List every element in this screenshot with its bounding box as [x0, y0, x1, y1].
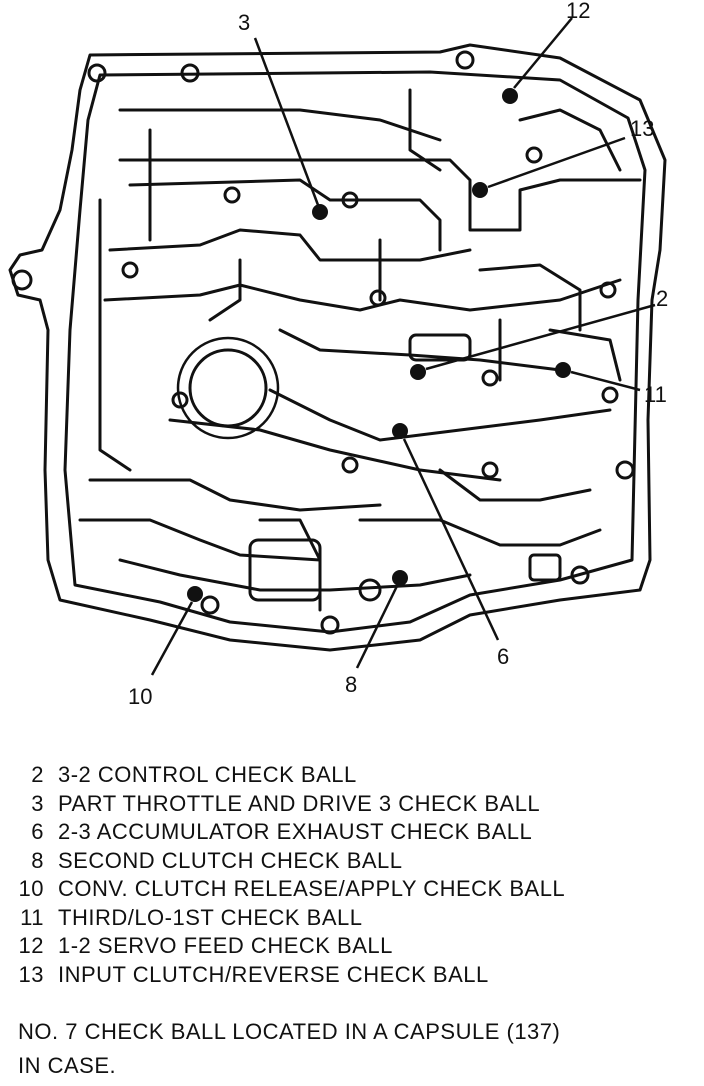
passage	[518, 108, 622, 172]
leader-12	[513, 17, 573, 89]
port	[341, 456, 359, 474]
check-ball-3	[312, 204, 328, 220]
legend-number: 11	[20, 904, 44, 930]
leader-10	[150, 601, 194, 676]
passage	[258, 518, 322, 612]
legend-item: 3 PART THROTTLE AND DRIVE 3 CHECK BALL	[14, 791, 694, 820]
passage	[208, 258, 242, 322]
leader-11	[570, 370, 641, 392]
legend-description: 3-2 CONTROL CHECK BALL	[58, 762, 357, 787]
callout-12: 12	[566, 0, 590, 23]
passage	[88, 478, 382, 512]
passage	[548, 328, 622, 382]
passage	[118, 158, 642, 232]
passage	[78, 518, 322, 562]
check-ball-10	[187, 586, 203, 602]
leader-6	[402, 438, 500, 641]
legend-number: 8	[31, 847, 44, 873]
passage	[118, 108, 442, 142]
passage	[438, 468, 592, 502]
callout-8: 8	[345, 672, 357, 697]
mount-boss	[320, 615, 340, 635]
callout-11: 11	[644, 382, 667, 407]
passage	[108, 228, 472, 262]
legend-number: 3	[31, 790, 44, 816]
legend-description: 2-3 ACCUMULATOR EXHAUST CHECK BALL	[58, 819, 533, 844]
leader-2	[425, 303, 656, 371]
legend-item: 13 INPUT CLUTCH/REVERSE CHECK BALL	[14, 962, 694, 991]
legend-number: 12	[18, 933, 44, 958]
check-ball-11	[555, 362, 571, 378]
central-bore-ring	[176, 336, 280, 440]
passage	[478, 263, 582, 332]
mount-boss	[200, 595, 220, 615]
callout-13: 13	[630, 116, 654, 141]
mount-boss	[455, 50, 475, 70]
passage	[408, 88, 442, 172]
capsule-note: NO. 7 CHECK BALL LOCATED IN A CAPSULE (1…	[18, 1015, 688, 1083]
leader-3	[253, 37, 320, 206]
port	[341, 191, 359, 209]
note-line-1: NO. 7 CHECK BALL LOCATED IN A CAPSULE (1…	[18, 1019, 561, 1044]
callout-2: 2	[656, 286, 668, 311]
callout-6: 6	[497, 644, 509, 669]
mount-boss	[615, 460, 635, 480]
leader-13	[487, 136, 626, 189]
valve-body-diagram: 3 12 13 2 11 6 8 10	[8, 0, 668, 709]
legend-description: PART THROTTLE AND DRIVE 3 CHECK BALL	[58, 790, 541, 816]
valve-body-outline	[8, 43, 667, 652]
port	[525, 146, 543, 164]
port	[171, 391, 189, 409]
legend-number: 13	[18, 961, 44, 987]
valve-body-inner-outline	[63, 70, 647, 634]
check-ball-12	[502, 88, 518, 104]
legend-item: 11 THIRD/LO-1ST CHECK BALL	[14, 905, 694, 934]
mount-boss	[570, 565, 590, 585]
port	[369, 289, 387, 307]
callout-3: 3	[238, 10, 250, 35]
leader-8	[355, 585, 399, 669]
legend-description: 1-2 SERVO FEED CHECK BALL	[58, 933, 393, 958]
check-ball-13	[472, 182, 488, 198]
legend-description: SECOND CLUTCH CHECK BALL	[58, 847, 403, 873]
passage	[103, 278, 622, 312]
legend-item: 2 3-2 CONTROL CHECK BALL	[14, 762, 694, 791]
mount-boss	[11, 269, 33, 291]
port	[223, 186, 241, 204]
central-bore	[188, 348, 268, 428]
legend-description: CONV. CLUTCH RELEASE/APPLY CHECK BALL	[58, 876, 566, 901]
note-line-2: IN CASE.	[18, 1053, 117, 1078]
callout-10: 10	[128, 684, 152, 709]
port	[358, 578, 382, 602]
legend-description: INPUT CLUTCH/REVERSE CHECK BALL	[58, 961, 489, 987]
legend-number: 10	[18, 876, 44, 901]
legend-item: 12 1-2 SERVO FEED CHECK BALL	[14, 933, 694, 962]
port	[481, 461, 499, 479]
pocket	[408, 333, 472, 362]
port	[481, 369, 499, 387]
passage	[128, 178, 442, 252]
legend-description: THIRD/LO-1ST CHECK BALL	[58, 904, 363, 930]
check-ball-6	[392, 423, 408, 439]
legend: 2 3-2 CONTROL CHECK BALL 3 PART THROTTLE AN…	[14, 762, 694, 990]
port	[121, 261, 139, 279]
check-ball-2	[410, 364, 426, 380]
passage	[168, 418, 502, 482]
pocket	[528, 553, 562, 582]
pocket	[248, 538, 322, 602]
mount-boss	[87, 63, 107, 83]
mount-boss	[180, 63, 200, 83]
port	[601, 386, 619, 404]
passage	[98, 198, 132, 472]
passage	[118, 558, 472, 592]
legend-item: 8 SECOND CLUTCH CHECK BALL	[14, 848, 694, 877]
legend-number: 6	[31, 819, 44, 844]
legend-item: 10 CONV. CLUTCH RELEASE/APPLY CHECK BALL	[14, 876, 694, 905]
legend-item: 6 2-3 ACCUMULATOR EXHAUST CHECK BALL	[14, 819, 694, 848]
check-ball-8	[392, 570, 408, 586]
passage	[268, 388, 612, 442]
port	[599, 281, 617, 299]
passage	[358, 518, 602, 547]
legend-number: 2	[31, 762, 44, 787]
